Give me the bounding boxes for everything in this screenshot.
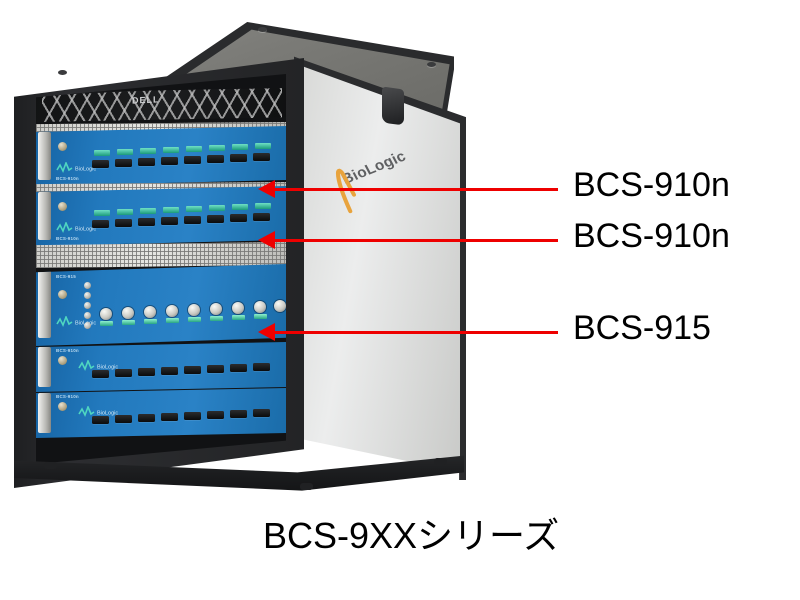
module-screw: [58, 290, 67, 299]
top-screw-rear: [258, 27, 267, 32]
annotation-label-2: BCS-910n: [573, 217, 730, 255]
module-screw: [58, 142, 67, 151]
top-screw-left: [58, 70, 67, 75]
svg-text:BioLogic: BioLogic: [97, 411, 118, 417]
module-ejector-rail: [38, 192, 51, 240]
module-silk-label: BCS-910n: [56, 348, 79, 353]
side-panel-handle: [382, 86, 404, 126]
module-ejector-rail: [38, 347, 51, 387]
module-silk-label: BCS-910n: [56, 176, 79, 181]
svg-text:BioLogic: BioLogic: [75, 167, 96, 173]
module-ejector-rail: [38, 393, 51, 433]
figure-caption: BCS-9XXシリーズ: [263, 515, 560, 556]
module-bcs-910n-c: BioLogic BCS-910n: [36, 342, 286, 392]
module-silk-label: BCS-915: [56, 274, 76, 279]
module-screw: [58, 402, 67, 411]
chassis-card-cage: DELL BioLogic BCS-910n: [36, 74, 286, 464]
biologic-module-logo-icon: BioLogic: [78, 406, 118, 417]
module-bcs-910n-a: BioLogic BCS-910n: [36, 126, 286, 186]
annotation-label-1: BCS-910n: [573, 166, 730, 204]
module-silk-label: BCS-910n: [56, 394, 79, 399]
biologic-module-logo-icon: BioLogic: [56, 222, 96, 233]
vent-mesh-3: [36, 242, 286, 268]
chassis-foot-right: [434, 458, 447, 465]
arrow-line: [275, 238, 558, 242]
arrow-line: [275, 330, 558, 334]
top-screw-right: [427, 62, 436, 67]
arrow-head-icon: [258, 180, 275, 198]
module-ejector-rail: [38, 270, 51, 338]
dell-logo-text: DELL: [132, 94, 160, 106]
chassis-foot-front: [300, 483, 313, 490]
biologic-side-logo: BioLogic: [335, 135, 465, 234]
chassis-side-panel: [298, 64, 460, 472]
module-bcs-915: BioLogic BCS-915: [36, 264, 286, 346]
module-bcs-910n-b: BioLogic BCS-910n: [36, 186, 286, 246]
product-photo: BioLogic DELL BioLogic BCS-910n: [14, 22, 466, 491]
module-silk-label: BCS-910n: [56, 236, 79, 241]
biologic-swoosh-icon: [335, 168, 357, 214]
module-screw: [58, 356, 67, 365]
svg-text:BioLogic: BioLogic: [97, 365, 118, 371]
annotation-label-3: BCS-915: [573, 309, 711, 347]
chassis-foot-left: [44, 462, 57, 469]
arrow-head-icon: [258, 231, 275, 249]
module-screw: [58, 202, 67, 211]
svg-text:BioLogic: BioLogic: [75, 227, 96, 233]
biologic-module-logo-icon: BioLogic: [56, 162, 96, 173]
arrow-head-icon: [258, 323, 275, 341]
module-dell-server: DELL: [36, 88, 286, 122]
module-ejector-rail: [38, 132, 51, 180]
biologic-module-logo-icon: BioLogic: [78, 360, 118, 371]
module-bcs-910n-d: BioLogic BCS-910n: [36, 388, 286, 438]
arrow-line: [275, 187, 558, 191]
